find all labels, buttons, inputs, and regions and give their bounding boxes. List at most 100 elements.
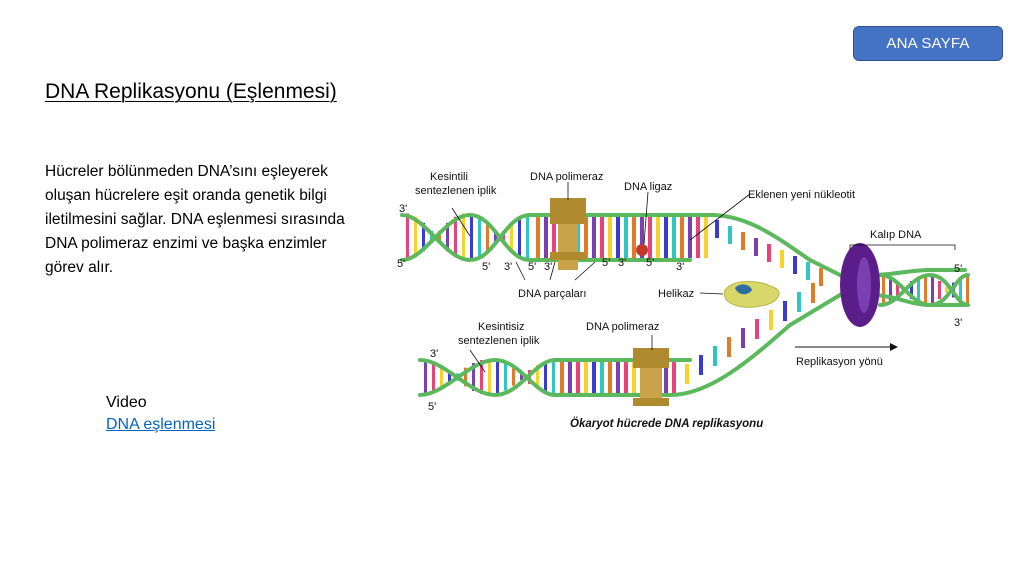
base-pair [486,222,489,252]
bottom-left-helix-strand-b [418,357,557,397]
base-pair [632,362,636,393]
end-right-5: 5' [954,263,962,275]
base-pair [754,238,758,256]
base-pair [656,217,660,258]
base-pair [755,319,759,339]
label-replikasyon-yonu: Replikasyon yönü [796,356,883,368]
video-link[interactable]: DNA eşlenmesi [106,416,216,433]
base-pair [959,277,962,303]
bottom-left-helix-strand-a [418,358,557,398]
base-pair [780,250,784,268]
figure-caption: Ökaryot hücrede DNA replikasyonu [570,417,763,430]
base-pair [882,275,885,305]
label-dna-polimeraz-top: DNA polimeraz [530,171,603,183]
base-pair [889,277,892,303]
label-dna-parcalari: DNA parçaları [518,288,586,300]
base-pair [728,226,732,244]
helicase-ring-hole [857,257,871,313]
top-left-helix-strand-a [400,213,532,263]
base-pair [917,276,920,304]
base-pair [632,217,636,258]
top-template-strand [528,213,842,277]
base-pair [793,256,797,274]
body-line: DNA polimeraz enzimi ve başka enzimler [45,235,327,252]
base-pair [924,275,927,305]
end-frag-5b: 5' [528,261,536,273]
base-pair [430,230,433,244]
base-pair [488,359,491,395]
base-pair [806,262,810,280]
base-pair [648,217,652,258]
base-pair [464,367,467,387]
end-frag-3a: 3' [504,261,512,273]
base-pair [713,346,717,366]
base-pair [584,217,588,258]
base-pair [552,217,556,258]
top-left-helix-strand-b [400,212,532,262]
base-pair [945,287,948,293]
base-pair [536,364,539,390]
base-pair [502,230,505,244]
base-pair [672,362,676,393]
base-pair [811,283,815,303]
dna-polymerase-bottom [633,348,669,406]
base-pair [448,370,451,384]
body-line: oluşan hücrelere eşit oranda genetik bil… [45,187,327,204]
body-line: görev alır. [45,259,114,276]
base-pair [819,268,823,286]
base-pairs [406,213,969,395]
base-pair [406,213,409,261]
base-pair [440,365,443,389]
page-title: DNA Replikasyonu (Eşlenmesi) [45,80,337,103]
base-pair [536,217,540,258]
base-pair [616,217,620,258]
end-frag-5c: 5' [602,257,610,269]
base-pair [470,213,473,261]
end-top-left-5: 5' [397,258,405,270]
base-pair [715,220,719,238]
base-pair [704,217,708,258]
base-pair [966,275,969,305]
base-pair [496,360,499,394]
base-pair [664,217,668,258]
base-pair [454,216,457,258]
base-pair [910,280,913,300]
home-button[interactable]: ANA SAYFA [853,26,1003,61]
body-line: Hücreler bölünmeden DNA’sını eşleyerek [45,163,328,180]
base-pair [424,359,427,395]
base-pair [696,217,700,258]
base-pair [510,222,513,252]
base-pair [462,213,465,261]
base-pair [480,359,483,395]
base-pair [699,355,703,375]
base-pair [896,282,899,298]
base-pair [783,301,787,321]
base-pair [518,216,521,258]
end-frag-3c: 3' [618,257,626,269]
label-kesintisiz-2: sentezlenen iplik [458,335,540,347]
base-pair [592,217,596,258]
base-pair [504,363,507,391]
end-frag-5a: 5' [482,261,490,273]
base-pair [616,362,620,393]
body-paragraph: Hücreler bölünmeden DNA’sını eşleyerek o… [45,160,385,280]
right-helix-a [878,273,970,308]
base-pair [520,374,523,380]
base-pair [592,362,596,393]
label-kesintili-1: Kesintili [430,171,468,183]
label-dna-polimeraz-bottom: DNA polimeraz [586,321,659,333]
base-pair [544,361,547,393]
base-pair [685,364,689,384]
base-pair [526,213,529,261]
base-pair [727,337,731,357]
base-pair [741,232,745,250]
dna-ligase [636,244,648,256]
base-pair [624,362,628,393]
base-pair [767,244,771,262]
base-pair [938,280,941,300]
bottom-template-strand [553,293,842,397]
label-kesintisiz-1: Kesintisiz [478,321,524,333]
helicase-blue-part [735,284,752,295]
label-helikaz: Helikaz [658,288,694,300]
end-frag-5d: 5' [646,257,654,269]
